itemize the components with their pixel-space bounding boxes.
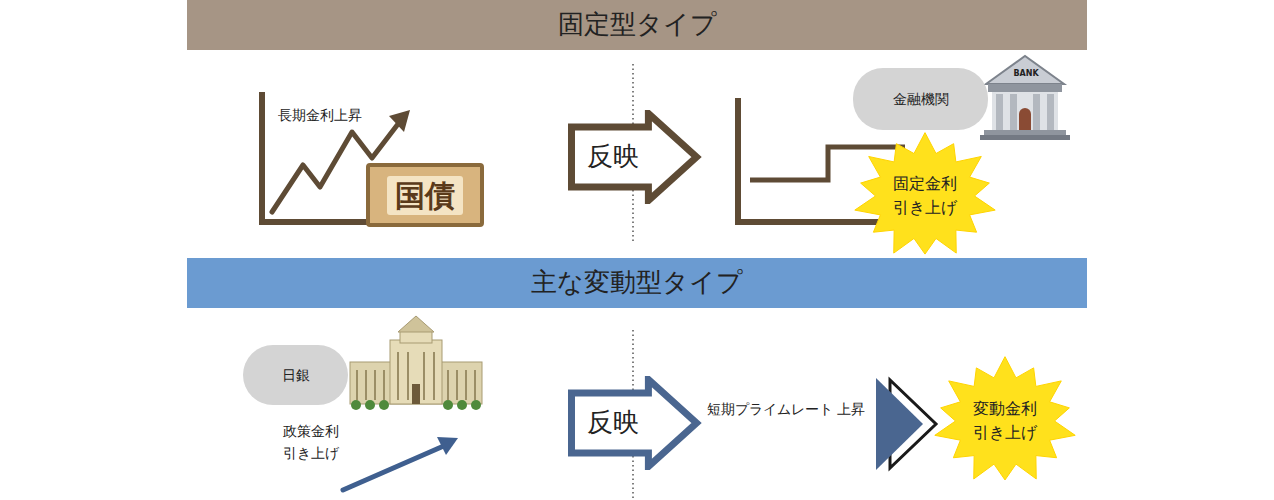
reflect-arrow: 反映 — [568, 110, 702, 204]
rise-arrow — [343, 445, 446, 490]
sign-text: BANK — [1009, 70, 1043, 79]
trend-arrowhead — [389, 110, 410, 132]
reflect-arrow: 反映 — [568, 376, 702, 470]
node-text: 固定金利 引き上げ — [885, 172, 965, 220]
diet-building — [350, 316, 482, 410]
node-text: 主な変動型タイプ — [531, 264, 743, 302]
node-text: 金融機関 — [893, 89, 949, 109]
starburst-shape — [850, 130, 1000, 262]
boj-box: 日銀 — [243, 345, 348, 405]
starburst-path — [935, 357, 1075, 480]
arrow-path — [572, 380, 697, 467]
starburst-path — [855, 133, 995, 254]
play-triangle — [876, 378, 923, 470]
bank-icon — [980, 56, 1070, 140]
node-text: 変動金利 引き上げ — [965, 397, 1045, 445]
rate-starburst: 変動金利 引き上げ — [930, 354, 1080, 488]
node-text: 固定型タイプ — [558, 6, 717, 44]
arrow-path — [572, 114, 697, 201]
policy-label: 政策金利 引き上げ — [283, 420, 355, 465]
node-text: 反映 — [587, 138, 639, 176]
type-band: 固定型タイプ — [187, 0, 1087, 50]
node-text: 日銀 — [282, 365, 310, 385]
starburst-shape — [930, 354, 1080, 488]
node-text: 反映 — [587, 404, 639, 442]
node-text: 国債 — [387, 176, 463, 215]
rise-arrowhead — [437, 437, 458, 455]
type-band: 主な変動型タイプ — [187, 258, 1087, 308]
rate-starburst: 固定金利 引き上げ — [850, 130, 1000, 262]
axis-label: 長期金利上昇 — [278, 104, 408, 126]
prime-rate-label: 短期プライムレート 上昇 — [707, 398, 867, 420]
institution-box: 金融機関 — [853, 68, 988, 130]
bond-ticket: 国債 — [366, 163, 484, 227]
